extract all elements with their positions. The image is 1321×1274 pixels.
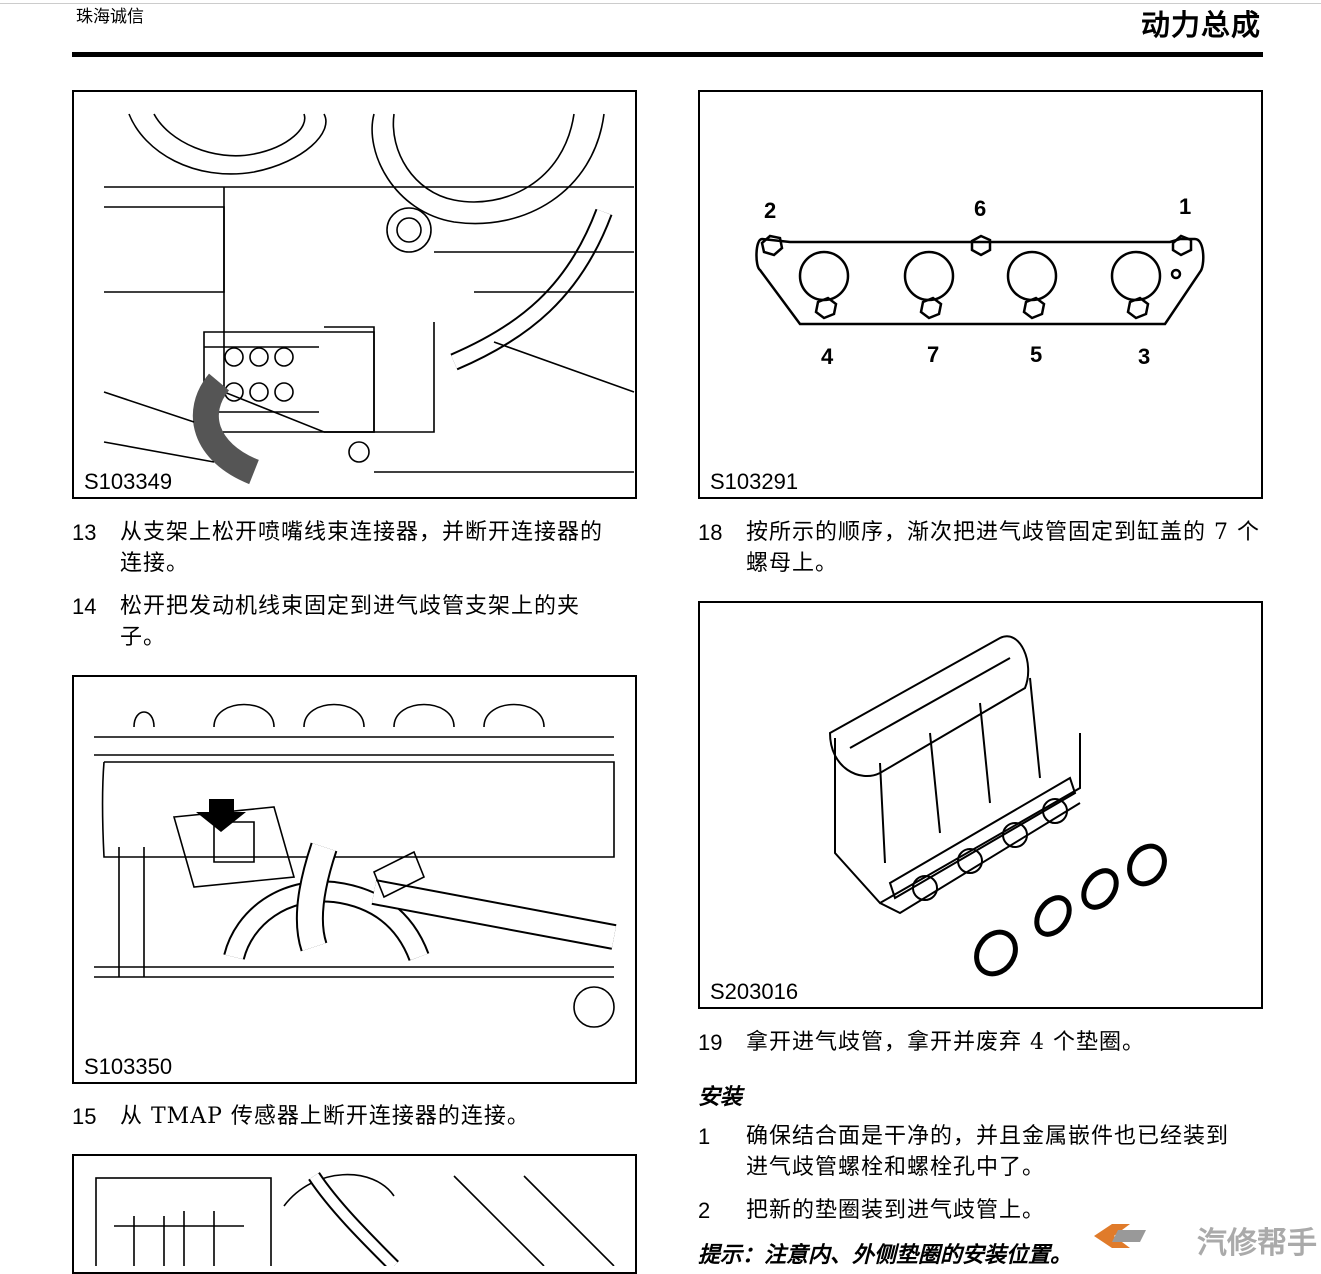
step-text-line2: 螺母上。 (746, 551, 839, 576)
install-step-1: 1 确保结合面是干净的，并且金属嵌件也已经装到 进气歧管螺栓和螺栓孔中了。 (698, 1121, 1278, 1185)
step-number: 2 (698, 1198, 711, 1223)
figure-s103291: 2 6 1 4 7 5 3 S103291 (698, 90, 1263, 499)
nut-label-7: 7 (927, 342, 939, 367)
watermark-text: 汽修帮手 (1197, 1226, 1317, 1261)
figure-s203016: S203016 (698, 601, 1263, 1009)
nut-label-2: 2 (764, 198, 776, 223)
figure-partial-illustration (95, 1172, 615, 1266)
figure-code: S103350 (84, 1054, 173, 1079)
step-14: 14 松开把发动机线束固定到进气歧管支架上的夹 子。 (72, 591, 642, 655)
arrow-icon (196, 799, 246, 832)
watermark-logo-icon (1094, 1224, 1146, 1248)
step-text-line1: 把新的垫圈装到进气歧管上。 (746, 1198, 1046, 1223)
figure-code: S203016 (710, 979, 799, 1004)
step-text-line1: 确保结合面是干净的，并且金属嵌件也已经装到 (746, 1124, 1230, 1149)
nut-label-5: 5 (1030, 342, 1042, 367)
step-text-line2: 子。 (120, 625, 167, 650)
step-text-line1: 从支架上松开喷嘴线束连接器，并断开连接器的 (120, 520, 604, 545)
step-number: 18 (698, 520, 723, 545)
figure-s103350-illustration (94, 703, 617, 1028)
install-heading: 安装 (698, 1084, 743, 1110)
figure-code: S103349 (84, 469, 173, 494)
nut-label-4: 4 (821, 344, 834, 369)
figure-s103349-illustration (103, 113, 635, 485)
step-18: 18 按所示的顺序，渐次把进气歧管固定到缸盖的 7 个 螺母上。 (698, 517, 1278, 581)
figure-s103349: S103349 (72, 90, 637, 499)
step-15: 15 从 TMAP 传感器上断开连接器的连接。 (72, 1101, 642, 1133)
nut-label-1: 1 (1179, 194, 1191, 219)
header-company: 珠海诚信 (76, 7, 144, 27)
step-text-line1: 按所示的顺序，渐次把进气歧管固定到缸盖的 7 个 (746, 520, 1260, 545)
step-number: 19 (698, 1030, 723, 1055)
figure-code: S103291 (710, 469, 799, 494)
install-step-2: 2 把新的垫圈装到进气歧管上。 (698, 1195, 1278, 1227)
step-number: 14 (72, 594, 97, 619)
install-note: 提示：注意内、外侧垫圈的安装位置。 (698, 1242, 1073, 1268)
step-number: 1 (698, 1124, 711, 1149)
step-19: 19 拿开进气歧管，拿开并废弃 4 个垫圈。 (698, 1027, 1278, 1059)
step-number: 13 (72, 520, 97, 545)
step-13: 13 从支架上松开喷嘴线束连接器，并断开连接器的 连接。 (72, 517, 642, 581)
nut-label-3: 3 (1138, 344, 1150, 369)
figure-s203016-illustration (828, 635, 1167, 977)
step-text-line1: 从 TMAP 传感器上断开连接器的连接。 (120, 1104, 530, 1129)
step-text-line1: 拿开进气歧管，拿开并废弃 4 个垫圈。 (746, 1030, 1145, 1055)
figure-partial (72, 1154, 637, 1274)
header-rule (72, 52, 1263, 57)
step-text-line2: 连接。 (120, 551, 190, 576)
figure-s103350: S103350 (72, 675, 637, 1084)
header-section-title: 动力总成 (1140, 8, 1261, 42)
step-number: 15 (72, 1104, 97, 1129)
nut-label-6: 6 (974, 196, 986, 221)
figure-s103291-illustration: 2 6 1 4 7 5 3 (755, 194, 1205, 369)
top-border-line (0, 3, 1321, 4)
step-text-line2: 进气歧管螺栓和螺栓孔中了。 (746, 1155, 1046, 1180)
step-text-line1: 松开把发动机线束固定到进气歧管支架上的夹 (120, 594, 581, 619)
